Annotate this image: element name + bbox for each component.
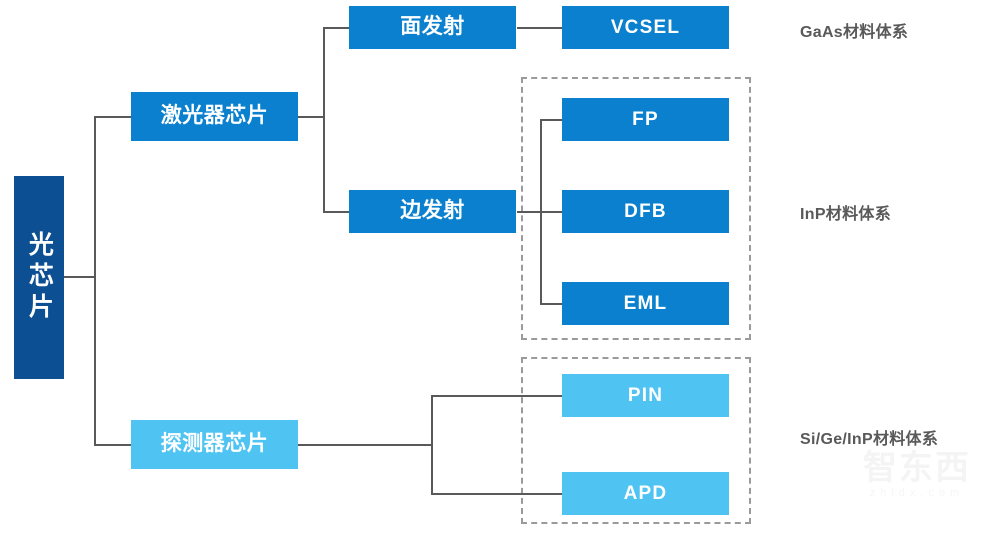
connector-edge-to-fp: [540, 119, 562, 121]
connector-detector-to-apd: [431, 493, 562, 495]
node-root-optical-chip[interactable]: 光芯片: [14, 176, 64, 379]
connector-laser-to-surface: [323, 27, 349, 29]
node-detector-chip[interactable]: 探测器芯片: [131, 420, 298, 469]
node-pin[interactable]: PIN: [562, 374, 729, 417]
connector-laser-stem: [297, 116, 325, 118]
node-apd[interactable]: APD: [562, 472, 729, 515]
node-eml[interactable]: EML: [562, 282, 729, 325]
connector-root-to-laser: [94, 116, 132, 118]
connector-root-to-detector: [94, 444, 132, 446]
connector-edge-to-eml: [540, 303, 562, 305]
node-laser-chip[interactable]: 激光器芯片: [131, 92, 298, 141]
side-label-gaas: GaAs材料体系: [800, 24, 909, 41]
connector-surface-to-vcsel: [517, 27, 562, 29]
connector-edge-vertical: [540, 119, 542, 305]
connector-detector-to-pin: [431, 395, 562, 397]
dashed-group-inp: [521, 77, 751, 340]
node-dfb[interactable]: DFB: [562, 190, 729, 233]
connector-root-vertical: [94, 116, 96, 446]
connector-laser-vertical: [323, 27, 325, 213]
node-surface-emitting[interactable]: 面发射: [349, 6, 516, 49]
connector-edge-stem: [517, 211, 562, 213]
node-fp[interactable]: FP: [562, 98, 729, 141]
node-vcsel[interactable]: VCSEL: [562, 6, 729, 49]
watermark: 智东西 zhidx.com: [842, 451, 992, 531]
side-label-si-ge-inp: Si/Ge/InP材料体系: [800, 431, 939, 448]
connector-laser-to-edge: [323, 211, 349, 213]
node-edge-emitting[interactable]: 边发射: [349, 190, 516, 233]
side-label-inp: InP材料体系: [800, 206, 891, 223]
connector-root-stem: [63, 276, 96, 278]
connector-detector-stem: [297, 444, 433, 446]
watermark-main-text: 智东西: [863, 449, 971, 487]
watermark-sub-text: zhidx.com: [869, 487, 965, 499]
dashed-group-detector: [521, 357, 751, 524]
connector-detector-vertical: [431, 395, 433, 495]
